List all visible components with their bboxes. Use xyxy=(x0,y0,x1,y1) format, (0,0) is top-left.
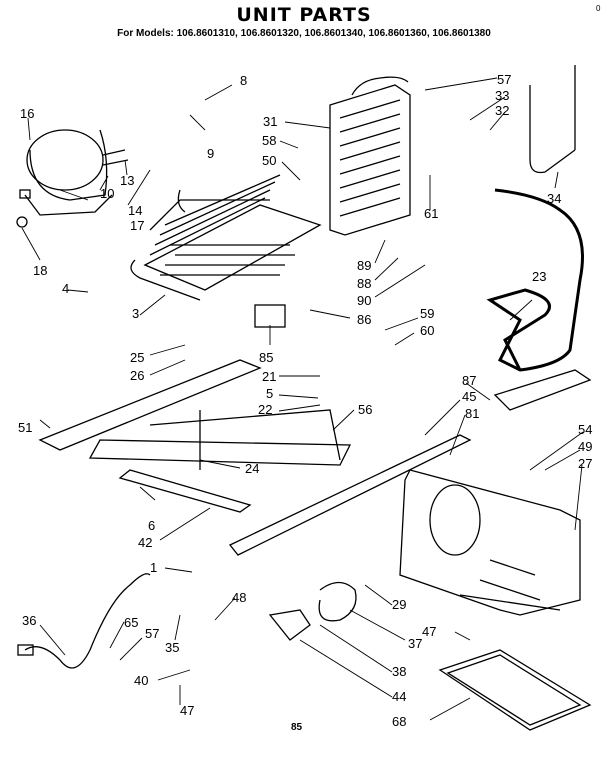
evaporator-drawing xyxy=(130,174,322,301)
callout-57: 57 xyxy=(497,72,511,87)
callout-37: 37 xyxy=(408,636,422,651)
callout-40: 40 xyxy=(134,673,148,688)
power-cord-drawing xyxy=(17,573,151,669)
callout-58: 58 xyxy=(262,133,276,148)
callout-1: 1 xyxy=(150,560,157,575)
callout-21: 21 xyxy=(262,369,276,384)
callout-17: 17 xyxy=(130,218,144,233)
callout-65: 65 xyxy=(124,615,138,630)
fan-bracket-drawing xyxy=(399,469,581,616)
compressor-drawing xyxy=(16,129,129,228)
page-number: 85 xyxy=(291,722,303,733)
callout-16: 16 xyxy=(20,106,34,121)
callout-88: 88 xyxy=(357,276,371,291)
frame-drawing xyxy=(38,359,472,556)
callout-14: 14 xyxy=(128,203,142,218)
callout-9: 9 xyxy=(207,146,214,161)
callout-34: 34 xyxy=(547,191,561,206)
callout-3: 3 xyxy=(132,306,139,321)
callout-5: 5 xyxy=(266,386,273,401)
callout-23: 23 xyxy=(532,269,546,284)
callout-36: 36 xyxy=(22,613,36,628)
callout-25: 25 xyxy=(130,350,144,365)
callout-44: 44 xyxy=(392,689,406,704)
callout-89: 89 xyxy=(357,258,371,273)
callout-45: 45 xyxy=(462,389,476,404)
callout-50: 50 xyxy=(262,153,276,168)
callout-85: 85 xyxy=(259,350,273,365)
callout-27: 27 xyxy=(578,456,592,471)
model-list: For Models: 106.8601310, 106.8601320, 10… xyxy=(117,28,491,39)
corner-mark: 0 xyxy=(596,4,601,13)
callout-35: 35 xyxy=(165,640,179,655)
callout-87: 87 xyxy=(462,373,476,388)
callout-90: 90 xyxy=(357,293,371,308)
callout-57: 57 xyxy=(145,626,159,641)
callout-4: 4 xyxy=(62,281,69,296)
drain-tube-drawing xyxy=(486,188,584,372)
callout-26: 26 xyxy=(130,368,144,383)
drain-pan-drawing xyxy=(438,649,592,731)
callout-59: 59 xyxy=(420,306,434,321)
callout-38: 38 xyxy=(392,664,406,679)
callout-60: 60 xyxy=(420,323,434,338)
callout-labels: 1681310149171843252651642315850573332346… xyxy=(18,72,592,729)
callout-48: 48 xyxy=(232,590,246,605)
callout-47: 47 xyxy=(422,624,436,639)
callout-47: 47 xyxy=(180,703,194,718)
callout-13: 13 xyxy=(120,173,134,188)
probe-drawing xyxy=(529,65,576,174)
callout-32: 32 xyxy=(495,103,509,118)
callout-54: 54 xyxy=(578,422,592,437)
callout-18: 18 xyxy=(33,263,47,278)
callout-61: 61 xyxy=(424,206,438,221)
fan-motor-drawing xyxy=(268,581,357,641)
callout-29: 29 xyxy=(392,597,406,612)
callout-51: 51 xyxy=(18,420,32,435)
callout-33: 33 xyxy=(495,88,509,103)
page-title: UNIT PARTS xyxy=(236,4,372,26)
callout-24: 24 xyxy=(245,461,259,476)
callout-86: 86 xyxy=(357,312,371,327)
relay-drawing xyxy=(254,304,286,328)
callout-68: 68 xyxy=(392,714,406,729)
callout-81: 81 xyxy=(465,406,479,421)
callout-56: 56 xyxy=(358,402,372,417)
callout-22: 22 xyxy=(258,402,272,417)
hinge-drawing xyxy=(493,369,592,411)
callout-10: 10 xyxy=(100,186,114,201)
callout-8: 8 xyxy=(240,73,247,88)
condenser-drawing xyxy=(329,76,411,236)
callout-6: 6 xyxy=(148,518,155,533)
callout-31: 31 xyxy=(263,114,277,129)
callout-49: 49 xyxy=(578,439,592,454)
callout-42: 42 xyxy=(138,535,152,550)
